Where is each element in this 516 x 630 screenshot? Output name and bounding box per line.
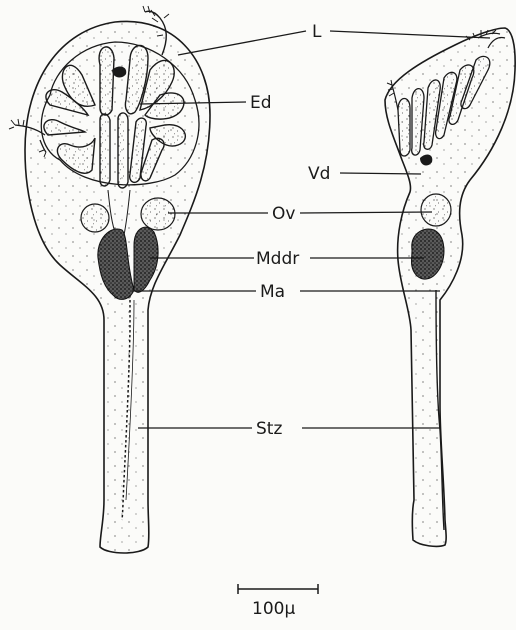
label-Vd: Vd xyxy=(308,164,330,184)
left-ovary xyxy=(141,198,175,230)
tentacle xyxy=(398,98,410,156)
left-ovary-small xyxy=(81,204,109,232)
tentacle xyxy=(99,47,114,115)
tentacle xyxy=(118,113,128,188)
label-L: L xyxy=(312,22,322,42)
label-Stz: Stz xyxy=(256,419,282,439)
label-Mddr: Mddr xyxy=(256,249,299,269)
leader-L-right xyxy=(330,31,490,38)
right-zooid xyxy=(385,28,515,546)
tentacle xyxy=(100,114,110,186)
label-Ov: Ov xyxy=(272,204,295,224)
scale-bar-line xyxy=(238,584,318,594)
label-Ed: Ed xyxy=(250,93,272,113)
labels: L Ed Vd Ov Mddr Ma Stz xyxy=(250,22,330,439)
scale-bar-label: 100µ xyxy=(252,599,295,619)
scale-bar: 100µ xyxy=(238,584,318,619)
label-Ma: Ma xyxy=(260,282,285,302)
left-zooid xyxy=(9,6,210,553)
leader-L-left xyxy=(178,31,306,55)
right-ovary xyxy=(421,194,451,226)
